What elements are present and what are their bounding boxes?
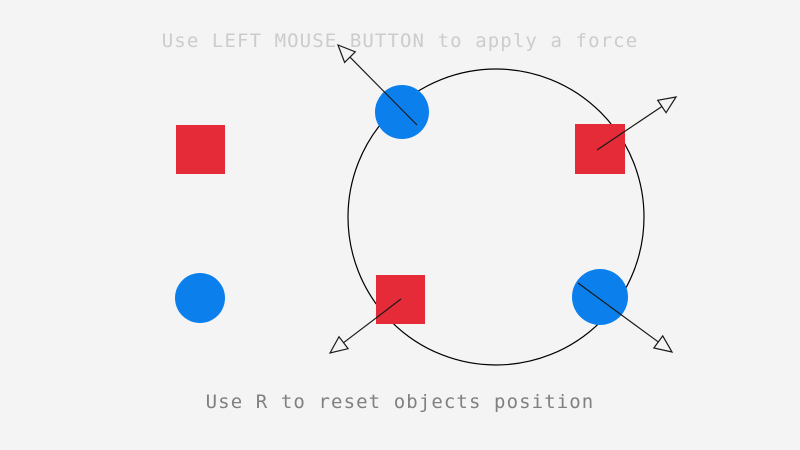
force-arrow-square-top-right — [596, 96, 678, 151]
hint-text-reset-objects: Use R to reset objects position — [205, 391, 595, 413]
force-arrow-head-icon — [328, 335, 350, 354]
force-arrow-shaft — [596, 105, 663, 151]
force-arrow-circle-top — [336, 43, 418, 126]
force-arrow-shaft — [343, 298, 402, 344]
body-square-top-right[interactable] — [575, 124, 625, 174]
force-arrow-layer — [328, 43, 678, 354]
hint-text-apply-force: Use LEFT MOUSE BUTTON to apply a force — [161, 30, 639, 52]
force-arrow-square-bottom — [328, 298, 402, 354]
force-arrow-head-icon — [652, 334, 674, 353]
body-circle-top[interactable] — [375, 85, 429, 139]
force-arrow-circle-bottom-right — [577, 282, 674, 353]
force-arrow-shaft — [577, 282, 659, 343]
force-arrow-head-icon — [656, 96, 678, 114]
body-circle-bottom-right[interactable] — [572, 269, 628, 325]
body-square-free-left[interactable] — [176, 125, 225, 174]
orbit-path-circle — [347, 68, 645, 366]
force-arrow-shaft — [349, 56, 418, 126]
force-arrow-head-icon — [336, 43, 357, 64]
body-circle-free-left[interactable] — [175, 273, 225, 323]
